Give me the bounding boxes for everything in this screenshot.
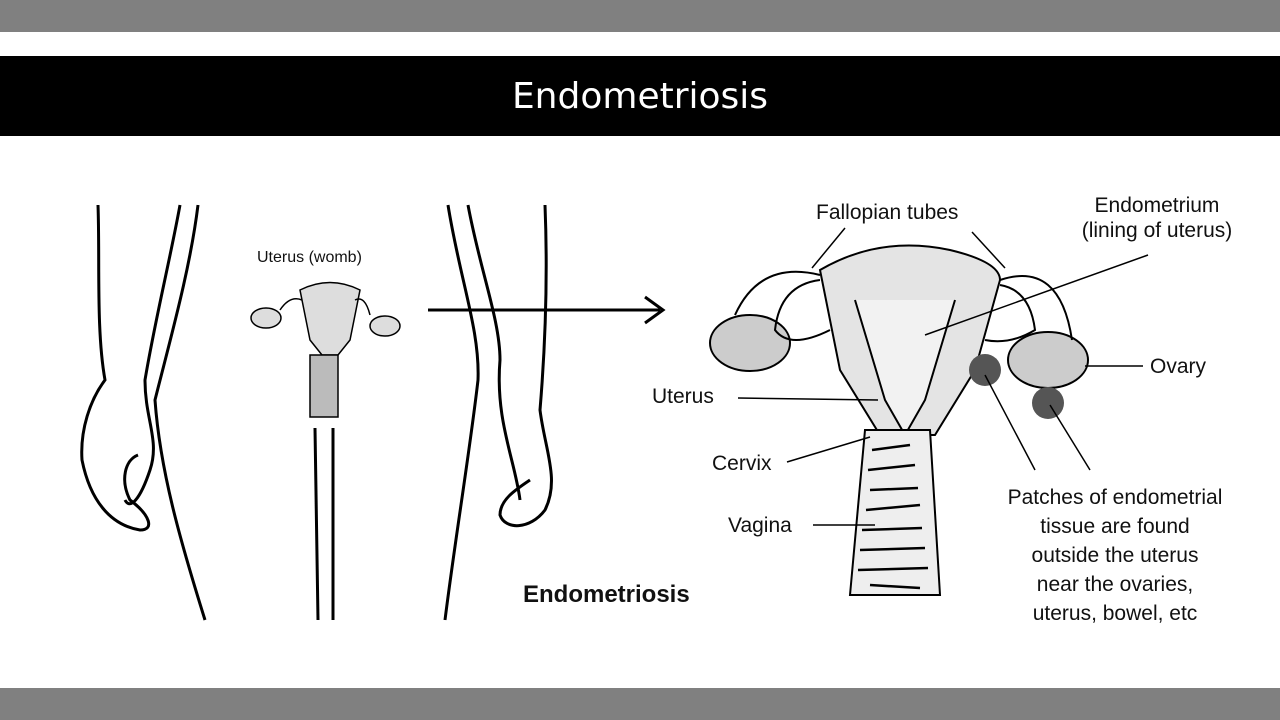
label-uterus: Uterus (652, 385, 714, 408)
label-endometrium-title: Endometrium (1094, 194, 1220, 217)
body-outline-left (80, 204, 335, 621)
patches-line: outside the uterus (1031, 544, 1199, 567)
label-fallopian-tubes: Fallopian tubes (816, 201, 959, 224)
patches-line: Patches of endometrial (1007, 486, 1223, 509)
label-endometrium-sub: (lining of uterus) (1081, 219, 1233, 243)
small-uterus-illustration (250, 281, 401, 418)
label-patches: Patches of endometrial tissue are found … (975, 483, 1255, 628)
body-outline-right (443, 204, 553, 621)
bottom-bar (0, 688, 1280, 720)
patches-line: uterus, bowel, etc (1032, 602, 1198, 625)
label-cervix: Cervix (712, 452, 772, 475)
label-vagina: Vagina (728, 514, 792, 537)
label-ovary: Ovary (1150, 355, 1207, 378)
patches-line: near the ovaries, (1036, 573, 1194, 596)
diagram-caption: Endometriosis (523, 581, 690, 608)
slide-title: Endometriosis (0, 56, 1280, 136)
large-uterus-illustration (709, 227, 1149, 596)
label-uterus-womb: Uterus (womb) (257, 249, 362, 266)
patches-line: tissue are found (1040, 515, 1190, 538)
top-bar (0, 0, 1280, 32)
arrow-icon (428, 295, 666, 325)
label-endometrium: Endometrium (lining of uterus) (1062, 193, 1252, 243)
